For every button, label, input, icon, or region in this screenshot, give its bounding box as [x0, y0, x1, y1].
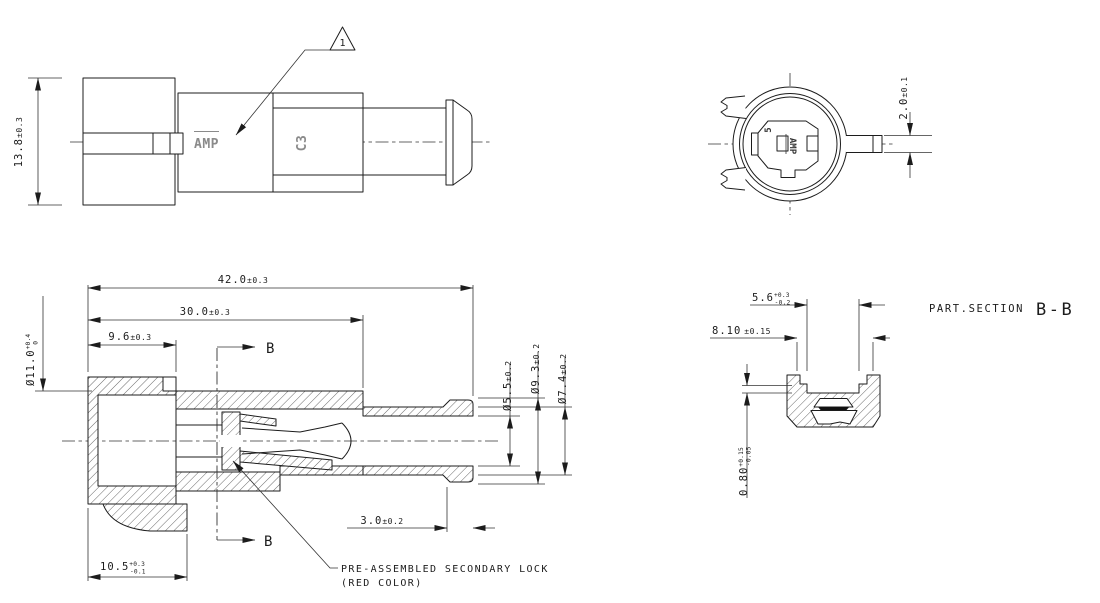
body-top-wall	[175, 390, 364, 410]
side-latch-slot	[82, 132, 184, 155]
dim-bore-dia: Ø5.5±0.2	[502, 360, 514, 411]
section-label-upper: B	[266, 341, 274, 357]
terminal-dome-tip	[341, 422, 352, 460]
terminal-spring-lower	[241, 449, 343, 460]
dim-flare-length: 3.0±0.2	[360, 515, 403, 527]
bb-lock-bump	[813, 398, 854, 408]
bb-lock-bar	[818, 407, 849, 411]
bb-lower-void	[810, 410, 858, 425]
dim-height: 13.8±0.3	[13, 117, 25, 168]
side-view: AMP C3 1 13.8±0.3	[13, 26, 492, 206]
part-section-name: B-B	[1036, 300, 1074, 320]
dim-tube-dia: Ø7.4±0.2	[557, 353, 569, 404]
step-block	[162, 376, 177, 392]
front-view: 5 AMP 2.0±0.1	[708, 73, 932, 215]
lock-upper-arm	[239, 413, 277, 427]
dim-tab-width: 2.0±0.1	[898, 76, 910, 119]
part-section-title: PART.SECTION	[929, 303, 1024, 315]
front-contact-slot-left	[776, 135, 789, 152]
dim-body-length: 30.0±0.3	[180, 306, 231, 318]
note-leader	[232, 460, 338, 569]
dim-rib-height: 0.80+0.15-0.05	[738, 446, 753, 496]
side-amp-marking: AMP	[194, 137, 219, 152]
section-view: B B PRE-ASSEMBLED SECONDARY LOCK (RED CO…	[25, 274, 572, 589]
dim-slot-width: 5.6+0.3-0.2	[752, 292, 790, 307]
callout-triangle-icon	[329, 26, 356, 51]
dim-total-length: 42.0±0.3	[218, 274, 269, 286]
lock-gap	[220, 435, 242, 447]
front-left-lower-tab	[720, 167, 747, 191]
mounting-foot	[102, 503, 188, 532]
front-amp-marking: AMP	[787, 138, 797, 155]
callout-flag-number: 1	[339, 38, 345, 49]
front-right-tab	[846, 135, 883, 153]
dim-body-dia: Ø11.0+0.40	[25, 334, 40, 386]
terminal-spring-upper	[241, 422, 343, 433]
dim-slot-outer: 8.10±0.15	[712, 325, 771, 337]
dim-cap-length: 9.6±0.3	[108, 331, 151, 343]
tube-bottom-wall	[362, 465, 474, 483]
lock-lower-arm	[239, 450, 333, 471]
dim-flare-dia: Ø9.3±0.2	[530, 343, 542, 394]
side-mid-block	[177, 92, 274, 193]
dim-foot-length: 10.5+0.3-0.1	[100, 561, 146, 576]
side-cone-tip	[452, 99, 473, 186]
body-bottom-wall	[175, 471, 281, 492]
front-cavity-number: 5	[764, 127, 774, 132]
note-line1: PRE-ASSEMBLED SECONDARY LOCK	[341, 564, 549, 575]
side-c3-marking: C3	[295, 135, 310, 152]
front-left-upper-tab	[720, 95, 747, 119]
front-ring-1	[739, 93, 841, 195]
section-label-lower: B	[264, 534, 272, 550]
side-flange	[445, 99, 454, 186]
tube-top-wall	[362, 399, 474, 417]
part-section-view: 5.6+0.3-0.2 8.10±0.15 0.80+0.15-0.05 PAR…	[710, 292, 1074, 498]
note-line2: (RED COLOR)	[341, 578, 423, 589]
rear-cup-wall	[87, 376, 177, 505]
front-cavity-key	[751, 132, 759, 156]
front-contact-slot-right	[806, 135, 819, 152]
callout-leader	[235, 49, 330, 136]
front-right-tab-fill	[846, 135, 882, 153]
front-ring-2	[742, 96, 838, 192]
